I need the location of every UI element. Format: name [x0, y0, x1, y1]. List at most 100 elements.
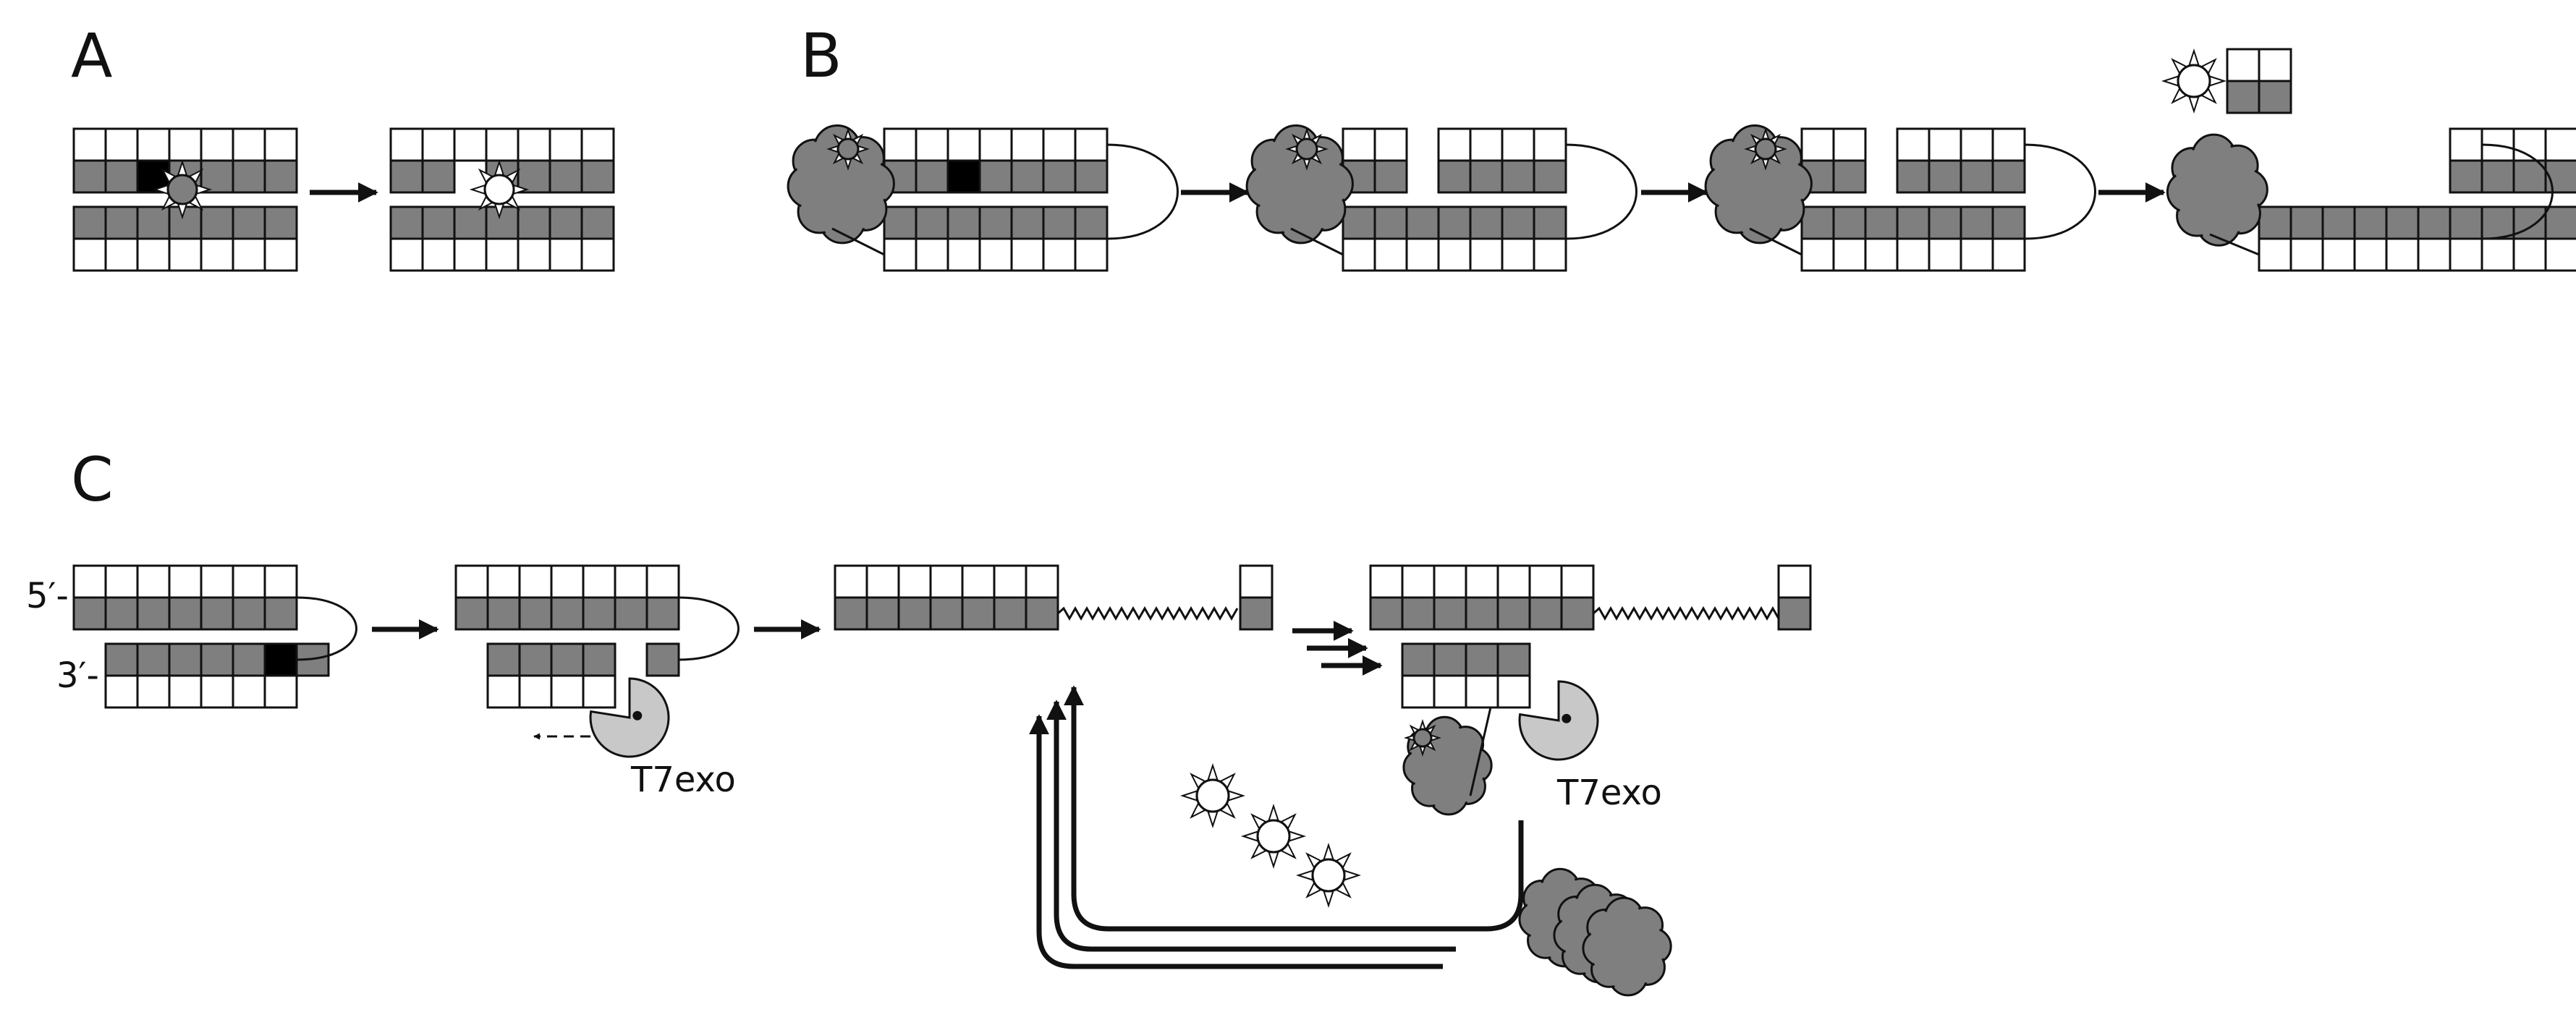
- starburst-ray: [1179, 790, 1198, 802]
- nucleotide-cell: [2544, 237, 2576, 272]
- nucleotide-cell: [1896, 237, 1931, 272]
- nucleotide-cell: [946, 237, 981, 272]
- hairpin-top-unpaired: [1342, 127, 1567, 162]
- hairpin-bottom-unpaired: [1342, 237, 1567, 272]
- nucleotide-cell: [104, 159, 139, 194]
- starburst-core: [1311, 858, 1346, 893]
- exonuclease-pacman-icon: [589, 677, 670, 758]
- nucleotide-cell: [2385, 237, 2420, 272]
- nucleotide-cell: [1991, 159, 2026, 194]
- nucleotide-cell: [645, 564, 680, 599]
- nucleotide-cell: [389, 127, 424, 162]
- nucleotide-cell: [978, 237, 1013, 272]
- nucleotide-cell: [1533, 159, 1567, 194]
- hairpin-top-paired: [1342, 159, 1567, 194]
- nucleotide-cell: [1010, 127, 1045, 162]
- nucleotide-cell: [486, 674, 521, 709]
- nucleotide-cell: [263, 564, 298, 599]
- nucleotide-cell: [200, 596, 234, 631]
- nucleotide-cell: [454, 564, 489, 599]
- glycosylase-blob-icon: [1402, 715, 1493, 816]
- nucleotide-cell: [978, 127, 1013, 162]
- hairpin-loop: [296, 596, 357, 661]
- hairpin-top-unpaired: [1800, 127, 2026, 162]
- nucleotide-cell: [104, 564, 139, 599]
- nucleotide-cell: [2544, 159, 2576, 194]
- nucleotide-cell: [1832, 127, 1867, 162]
- nucleotide-cell: [645, 596, 680, 631]
- hairpin-top-unpaired: [2449, 127, 2576, 162]
- nucleotide-cell: [1800, 205, 1835, 240]
- nucleotide-cell: [232, 159, 266, 194]
- panel-label-a: A: [71, 20, 112, 91]
- nucleotide-cell: [232, 237, 266, 272]
- nucleotide-cell: [915, 159, 949, 194]
- nucleotide-cell: [1010, 237, 1045, 272]
- nucleotide-cell: [1832, 159, 1867, 194]
- nucleotide-cell: [929, 564, 964, 599]
- nucleotide-cell: [1433, 596, 1467, 631]
- nucleotide-cell: [548, 205, 583, 240]
- pacman-body: [589, 677, 670, 758]
- nucleotide-cell: [421, 205, 456, 240]
- nucleotide-cell: [1342, 237, 1376, 272]
- starburst-icon: [2161, 48, 2227, 114]
- nucleotide-cell: [1074, 159, 1109, 194]
- blob-center: [2182, 153, 2255, 226]
- nucleotide-cell: [389, 205, 424, 240]
- nucleotide-cell: [580, 159, 615, 194]
- nucleotide-cell: [1401, 674, 1436, 709]
- nucleotide-cell: [2353, 237, 2388, 272]
- nucleotide-cell: [883, 205, 918, 240]
- nucleotide-cell: [200, 127, 234, 162]
- nucleotide-cell: [518, 642, 553, 677]
- nucleotide-cell: [1560, 596, 1595, 631]
- hairpin-bottom-paired: [883, 205, 1109, 240]
- released-fragment-top: [2226, 48, 2292, 82]
- starburst-core: [1295, 137, 1318, 161]
- nucleotide-cell: [485, 127, 520, 162]
- nucleotide-cell: [582, 596, 617, 631]
- nucleotide-cell: [897, 596, 932, 631]
- nucleotide-cell: [263, 159, 298, 194]
- nucleotide-cell: [263, 674, 298, 709]
- nucleotide-cell: [486, 596, 521, 631]
- nucleotide-cell: [2449, 159, 2483, 194]
- nucleotide-cell: [1405, 237, 1440, 272]
- nucleotide-cell: [548, 159, 583, 194]
- starburst-ray: [2188, 48, 2200, 66]
- nucleotide-cell: [485, 237, 520, 272]
- nucleotide-cell: [1832, 205, 1867, 240]
- hairpin-bottom-paired: [1800, 205, 2026, 240]
- nucleotide-cell: [1042, 237, 1077, 272]
- starburst-icon: [152, 159, 213, 220]
- starburst-ray: [1323, 842, 1334, 860]
- hairpin-top-paired: [883, 159, 1109, 194]
- nucleotide-cell: [232, 596, 266, 631]
- three-prime-label: 3′-: [56, 655, 99, 696]
- nucleotide-cell: [580, 237, 615, 272]
- nucleotide-cell: [2544, 127, 2576, 162]
- nucleotide-cell: [550, 596, 585, 631]
- nucleotide-cell: [232, 642, 266, 677]
- nucleotide-cell: [1928, 205, 1962, 240]
- nucleotide-cell: [548, 127, 583, 162]
- nucleotide-cell: [136, 127, 171, 162]
- t7exo-label-1: T7exo: [630, 760, 736, 800]
- nucleotide-cell: [1533, 127, 1567, 162]
- bottom-strand-paired: [72, 205, 298, 240]
- bottom-strand-paired: [486, 642, 680, 677]
- nucleotide-cell: [1496, 564, 1531, 599]
- nucleotide-cell: [1369, 564, 1404, 599]
- nucleotide-cell: [1896, 205, 1931, 240]
- nucleotide-cell: [1896, 127, 1931, 162]
- nucleotide-cell: [421, 127, 456, 162]
- top-strand-paired: [1369, 596, 1595, 631]
- starburst-icon: [1403, 718, 1442, 757]
- nucleotide-cell: [136, 642, 171, 677]
- nucleotide-cell: [1864, 205, 1899, 240]
- probe-paired: [1401, 642, 1531, 677]
- nucleotide-cell: [580, 127, 615, 162]
- hairpin-top-paired: [1800, 159, 2026, 194]
- nucleotide-cell: [614, 596, 648, 631]
